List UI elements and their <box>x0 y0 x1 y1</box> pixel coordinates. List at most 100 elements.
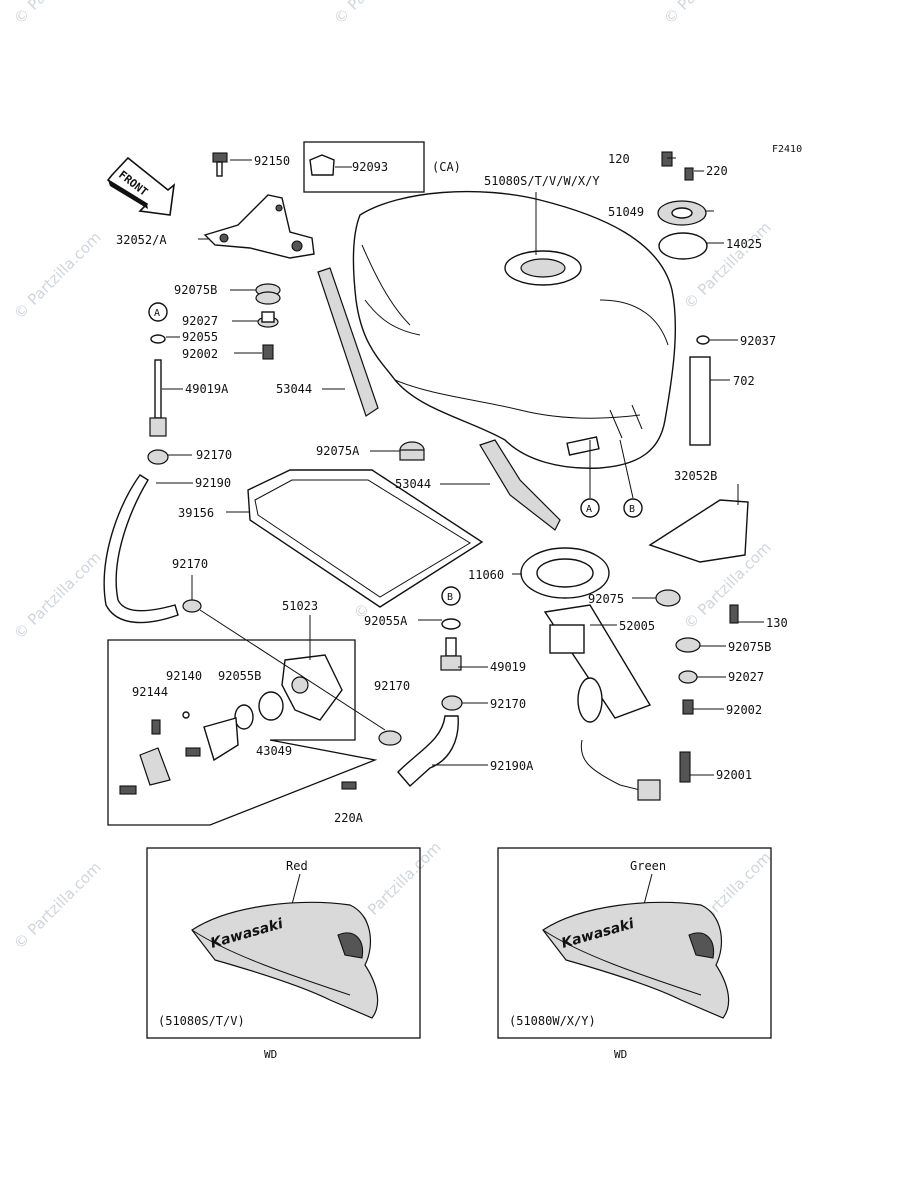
part-label-92170-b[interactable]: 92170 <box>490 697 526 711</box>
front-arrow-icon: FRONT <box>106 156 176 216</box>
part-label-51023[interactable]: 51023 <box>282 599 318 613</box>
watermark: © Partzilla.com <box>680 218 775 313</box>
part-label-39156[interactable]: 39156 <box>178 506 214 520</box>
part-label-92150[interactable]: 92150 <box>254 154 290 168</box>
part-label-92170-left[interactable]: 92170 <box>196 448 232 462</box>
part-label-92037[interactable]: 92037 <box>740 334 776 348</box>
bolt-92002-right <box>682 699 694 715</box>
callout-a-label: A <box>586 504 592 515</box>
part-label-92055b[interactable]: 92055B <box>218 669 261 683</box>
color-panel-green: Green Kawasaki (51080W/X/Y) WD <box>497 847 772 1061</box>
part-label-92055a[interactable]: 92055A <box>364 614 408 628</box>
leader-lines <box>156 157 764 776</box>
bolt-92150 <box>212 152 228 177</box>
part-label-220a[interactable]: 220A <box>334 811 364 825</box>
part-label-92075[interactable]: 92075 <box>588 592 624 606</box>
bolt-120 <box>661 151 673 167</box>
ring-14025 <box>658 232 708 260</box>
damper-92075b <box>255 283 281 305</box>
callout-b-label: B <box>629 504 635 515</box>
part-label-92093-note: (CA) <box>432 160 461 174</box>
bracket-32052b <box>648 499 749 563</box>
part-label-92002-right[interactable]: 92002 <box>726 703 762 717</box>
gasket-11060 <box>520 547 610 599</box>
diagram-code: F2410 <box>772 144 802 155</box>
part-label-130[interactable]: 130 <box>766 616 788 630</box>
panel-note: WD <box>264 1048 277 1061</box>
cap-92093 <box>303 141 425 193</box>
part-label-92002[interactable]: 92002 <box>182 347 218 361</box>
part-label-92140[interactable]: 92140 <box>166 669 202 683</box>
callout-b-label: B <box>447 592 453 603</box>
panel-codes: (51080S/T/V) <box>158 1014 245 1028</box>
fitting-49019a <box>149 359 167 437</box>
part-label-92170-mid[interactable]: 92170 <box>172 557 208 571</box>
part-label-53044-lower[interactable]: 53044 <box>395 477 431 491</box>
panel-color-label: Green <box>630 859 666 873</box>
part-label-52005[interactable]: 52005 <box>619 619 655 633</box>
part-label-92144[interactable]: 92144 <box>132 685 168 699</box>
part-label-120[interactable]: 120 <box>608 152 630 166</box>
part-label-32052b[interactable]: 32052B <box>674 469 717 483</box>
hose-702 <box>689 356 711 446</box>
part-label-92027[interactable]: 92027 <box>182 314 218 328</box>
part-label-92027-right[interactable]: 92027 <box>728 670 764 684</box>
part-label-92075a[interactable]: 92075A <box>316 444 360 458</box>
part-label-53044-upper[interactable]: 53044 <box>276 382 312 396</box>
fuel-tank <box>352 190 676 469</box>
callout-b-mid: B <box>441 586 461 606</box>
pad-39156 <box>247 469 484 608</box>
part-label-92190[interactable]: 92190 <box>195 476 231 490</box>
watermark: © Partzilla.com <box>10 858 105 953</box>
bolt-130 <box>729 604 739 624</box>
panel-codes: (51080W/X/Y) <box>509 1014 596 1028</box>
part-label-92093[interactable]: 92093 <box>352 160 388 174</box>
damper-strip-upper <box>317 267 379 417</box>
part-label-92190a[interactable]: 92190A <box>490 759 534 773</box>
color-panel-red: Red Kawasaki (51080S/T/V) WD <box>146 847 421 1061</box>
part-label-51049[interactable]: 51049 <box>608 205 644 219</box>
part-label-92075b[interactable]: 92075B <box>174 283 217 297</box>
part-label-49019a[interactable]: 49019A <box>185 382 229 396</box>
damper-strip-lower <box>479 439 561 531</box>
callout-a-label: A <box>154 308 160 319</box>
collar-92027 <box>257 311 279 328</box>
part-label-92075b-right[interactable]: 92075B <box>728 640 771 654</box>
clamp-92170-left <box>147 449 169 465</box>
bolt-92001 <box>679 751 691 783</box>
part-label-702[interactable]: 702 <box>733 374 755 388</box>
panel-note: WD <box>614 1048 627 1061</box>
callout-b-tank: B <box>623 498 643 518</box>
watermark: © Partzilla.com <box>330 0 425 28</box>
cap-51049 <box>657 200 707 226</box>
clamp-92170-mid <box>182 599 202 613</box>
part-label-32052a[interactable]: 32052/A <box>116 233 167 247</box>
damper-92075 <box>655 589 681 607</box>
part-label-92170-right[interactable]: 92170 <box>374 679 410 693</box>
callout-a-left: A <box>148 302 168 322</box>
o-ring-92055a <box>441 618 461 630</box>
watermark-layer: © Partzilla.com © Partzilla.com © Partzi… <box>10 0 775 953</box>
part-label-43049[interactable]: 43049 <box>256 744 292 758</box>
o-ring-92055 <box>150 334 166 344</box>
part-label-14025[interactable]: 14025 <box>726 237 762 251</box>
hose-92190 <box>103 474 179 624</box>
part-label-49019[interactable]: 49019 <box>490 660 526 674</box>
damper-92075a <box>399 441 425 461</box>
screw-220 <box>684 167 694 181</box>
part-label-92001[interactable]: 92001 <box>716 768 752 782</box>
watermark: © Partzilla.com <box>10 228 105 323</box>
fitting-49019 <box>440 637 462 671</box>
bracket-32052a <box>203 194 315 259</box>
part-label-220[interactable]: 220 <box>706 164 728 178</box>
clamp-92170-b <box>441 695 463 711</box>
damper-92075b-right <box>675 637 701 653</box>
part-label-92055[interactable]: 92055 <box>182 330 218 344</box>
clip-92037 <box>696 335 710 345</box>
part-label-51080[interactable]: 51080S/T/V/W/X/Y <box>484 174 600 188</box>
panel-color-label: Red <box>286 859 308 873</box>
part-labels: 92150 92093 (CA) 32052/A 92075B 92027 92… <box>116 152 788 825</box>
watermark: © Partzilla.com <box>10 548 105 643</box>
part-label-11060[interactable]: 11060 <box>468 568 504 582</box>
